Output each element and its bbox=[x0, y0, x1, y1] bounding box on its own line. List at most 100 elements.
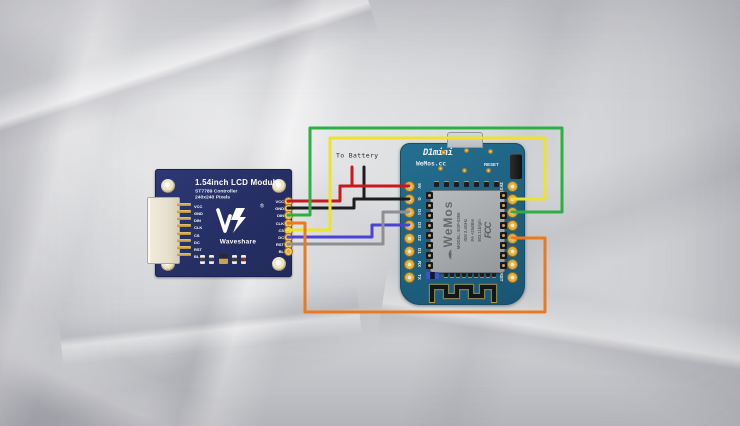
lcd-pin-label-bl: BL bbox=[278, 249, 284, 254]
pcb-pad bbox=[480, 273, 484, 278]
smd-component bbox=[209, 255, 214, 264]
pcb-pad bbox=[468, 273, 472, 278]
connector-pin bbox=[177, 239, 191, 242]
pcb-pad bbox=[492, 273, 496, 278]
wire-rst-gray bbox=[286, 210, 411, 246]
pcb-pad bbox=[474, 273, 478, 278]
d1-pin-label-d4: D4 bbox=[416, 209, 422, 215]
d1-pad-a0 bbox=[507, 259, 518, 270]
d1-pad-d7 bbox=[507, 207, 518, 218]
d1-pin-label-d1: D1 bbox=[416, 248, 422, 254]
paper-crease bbox=[0, 0, 379, 164]
connector-pin bbox=[177, 210, 191, 213]
ffc-connector bbox=[147, 197, 180, 264]
connector-pin bbox=[177, 253, 191, 256]
wifi-antenna-trace bbox=[428, 283, 498, 303]
d1-pad-d6 bbox=[507, 220, 518, 231]
reset-button bbox=[510, 154, 522, 179]
via-pad bbox=[441, 150, 446, 155]
lcd-pin-label-rst: RST bbox=[276, 242, 284, 247]
d1-pad-d8 bbox=[507, 194, 518, 205]
mounting-hole bbox=[272, 179, 286, 193]
via-pad bbox=[488, 149, 493, 154]
d1-mini-title: D1mini bbox=[423, 148, 453, 158]
reset-label: RESET bbox=[484, 162, 499, 167]
lcd-pin-label-dc: DC bbox=[278, 235, 284, 240]
wire-gnd-black bbox=[286, 197, 411, 210]
pcb-pad bbox=[434, 181, 439, 187]
registered-mark: ® bbox=[259, 202, 265, 209]
wire-vcc-red bbox=[286, 184, 411, 203]
pcb-pad bbox=[444, 181, 449, 187]
smd-component bbox=[232, 255, 237, 264]
d1-pad-tx bbox=[404, 272, 415, 283]
lcd-pad-bl bbox=[284, 247, 293, 256]
lcd-pin-label-din: DIN bbox=[194, 218, 201, 223]
lcd-pin-label-bl: BL bbox=[194, 254, 200, 259]
pcb-pad bbox=[444, 273, 448, 278]
lcd-resolution-text: 240x240 Pixels bbox=[195, 194, 231, 200]
via-pad bbox=[486, 168, 491, 173]
fcc-logo: FCC bbox=[482, 222, 493, 239]
mounting-hole bbox=[272, 257, 286, 271]
wifi-icon bbox=[448, 249, 452, 260]
connector-pin bbox=[177, 217, 191, 220]
d1-pad-d5 bbox=[507, 233, 518, 244]
d1-pin-label-rx: RX bbox=[416, 260, 422, 268]
lcd-pin-label-clk: CLK bbox=[275, 221, 284, 226]
waveshare-brand-text: Waveshare bbox=[219, 237, 257, 246]
d1-pad-d3 bbox=[404, 220, 415, 231]
lcd-pin-label-din: DIN bbox=[277, 213, 284, 218]
smd-component bbox=[200, 255, 205, 264]
lcd-module-board: 1.54inch LCD Module ST7789 Controller 24… bbox=[147, 169, 293, 277]
paper-crease bbox=[58, 284, 362, 366]
connector-pin bbox=[177, 224, 191, 227]
pcb-pad bbox=[450, 273, 454, 278]
d1-pad-3v3 bbox=[507, 181, 518, 192]
pcb-pad bbox=[462, 273, 466, 278]
lcd-pin-label-gnd: GND bbox=[275, 206, 284, 211]
lcd-pin-label-vcc: VCC bbox=[275, 199, 284, 204]
via-pad bbox=[438, 166, 443, 171]
d1-pin-label-tx: TX bbox=[416, 274, 422, 280]
waveshare-logo-icon bbox=[216, 208, 246, 233]
esp-spec-wifi: 802.11b/g/n bbox=[476, 219, 482, 242]
smd-component bbox=[219, 254, 228, 264]
smd-component bbox=[426, 272, 439, 279]
mounting-hole bbox=[161, 179, 175, 193]
via-pad bbox=[464, 148, 469, 153]
esp-spec-pa: PA +25dBm bbox=[469, 219, 475, 242]
esp-brand-text: WeMos bbox=[440, 200, 455, 248]
pcb-pad bbox=[456, 273, 460, 278]
via-pad bbox=[462, 168, 467, 173]
pcb-pad bbox=[474, 181, 479, 187]
lcd-pin-label-cs: CS bbox=[194, 233, 200, 238]
pcb-pad bbox=[464, 181, 469, 187]
lcd-pin-label-cs: CS bbox=[278, 228, 284, 233]
lcd-pin-label-rst: RST bbox=[194, 247, 202, 252]
lcd-pin-label-gnd: GND bbox=[194, 211, 203, 216]
d1-pad-d1 bbox=[404, 246, 415, 257]
d1-pad-d4 bbox=[404, 207, 415, 218]
d1-pad-rx bbox=[404, 259, 415, 270]
d1-pin-label-d2: D2 bbox=[416, 235, 422, 241]
d1-mini-board: D1mini WeMos.cc RESET 5V G D4 D3 D2 D1 R… bbox=[400, 132, 525, 305]
wire-dc-blue bbox=[286, 223, 411, 239]
lcd-pin-label-clk: CLK bbox=[194, 225, 203, 230]
lcd-title: 1.54inch LCD Module bbox=[195, 178, 280, 187]
connector-pin bbox=[177, 246, 191, 249]
lcd-pin-label-dc: DC bbox=[194, 240, 200, 245]
connector-pin bbox=[177, 203, 191, 206]
d1-pin-label-g: G bbox=[416, 197, 422, 201]
pcb-pad bbox=[484, 181, 489, 187]
lcd-pin-label-vcc: VCC bbox=[194, 204, 203, 209]
lcd-controller-text: ST7789 Controller bbox=[195, 188, 238, 194]
pcb-pad bbox=[494, 181, 499, 187]
d1-pin-label-d3: D3 bbox=[416, 222, 422, 228]
battery-label: To Battery bbox=[336, 152, 379, 160]
smd-component bbox=[241, 255, 246, 264]
pcb-pad bbox=[454, 181, 459, 187]
d1-pin-label-5v: 5V bbox=[416, 183, 422, 189]
